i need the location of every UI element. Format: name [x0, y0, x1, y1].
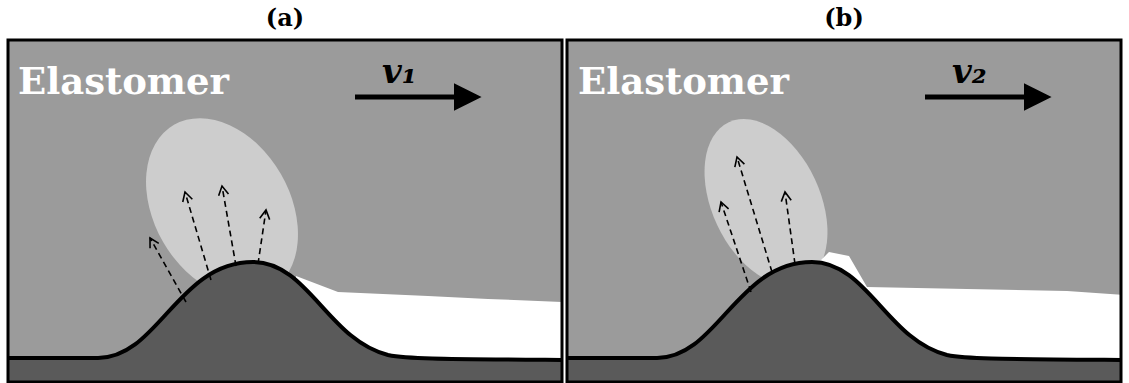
velocity-label: v₁: [382, 54, 417, 88]
panel-label: (a): [266, 6, 304, 30]
velocity-arrow: [355, 95, 476, 100]
panel-border: [567, 40, 1121, 382]
surface-outline: [567, 262, 1121, 360]
stress-arrows: [721, 157, 795, 292]
substrate-asperity: [567, 262, 1121, 382]
stress-arrows: [150, 186, 266, 302]
substrate-asperity: [8, 262, 562, 382]
material-label: Elastomer: [18, 63, 229, 100]
panel-label: (b): [824, 6, 864, 30]
material-label: Elastomer: [578, 63, 789, 100]
panel-b: [563, 40, 1125, 383]
velocity-label: v₂: [952, 54, 987, 88]
panel-border: [8, 40, 562, 382]
velocity-arrow: [925, 95, 1046, 100]
surface-outline: [8, 262, 562, 360]
panel-a: [4, 40, 566, 383]
